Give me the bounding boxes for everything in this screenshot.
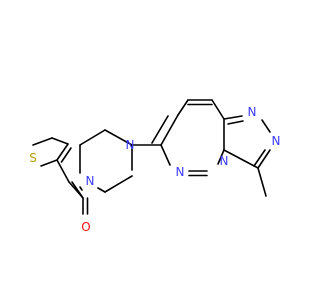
bond xyxy=(40,159,58,167)
atom-label-n: N xyxy=(126,138,135,152)
molecule-diagram: N N N N N N O S xyxy=(0,0,300,300)
bond xyxy=(151,115,169,144)
background xyxy=(0,0,300,300)
bond xyxy=(257,149,271,169)
bond xyxy=(56,143,69,161)
bond xyxy=(56,159,70,183)
atom-label-s: S xyxy=(29,151,37,165)
atom-label-n: N xyxy=(220,154,229,168)
bond xyxy=(68,181,84,199)
bond xyxy=(217,149,225,165)
bond xyxy=(160,144,171,166)
bond xyxy=(51,137,69,145)
bond xyxy=(32,137,53,146)
bond xyxy=(211,99,225,120)
bond xyxy=(253,149,266,167)
atom-label-n: N xyxy=(272,134,281,148)
atom-label-o: O xyxy=(81,220,90,234)
bonds xyxy=(32,99,271,215)
atom-label-n: N xyxy=(176,165,185,179)
bond xyxy=(223,149,259,169)
bond xyxy=(104,175,133,193)
structure-canvas: N N N N N N O S xyxy=(0,0,300,300)
bond xyxy=(223,115,243,120)
atom-labels: N N N N N N O S xyxy=(29,105,280,234)
bond xyxy=(79,129,106,146)
bond xyxy=(227,120,244,125)
bond xyxy=(60,147,72,163)
atom-label-n: N xyxy=(248,105,257,119)
bond xyxy=(160,114,179,146)
bond xyxy=(97,187,106,193)
atom-label-n: N xyxy=(86,174,95,188)
bond xyxy=(104,129,133,146)
bond xyxy=(79,186,83,191)
bond xyxy=(177,99,189,116)
bond xyxy=(257,167,267,197)
bond xyxy=(261,119,271,133)
